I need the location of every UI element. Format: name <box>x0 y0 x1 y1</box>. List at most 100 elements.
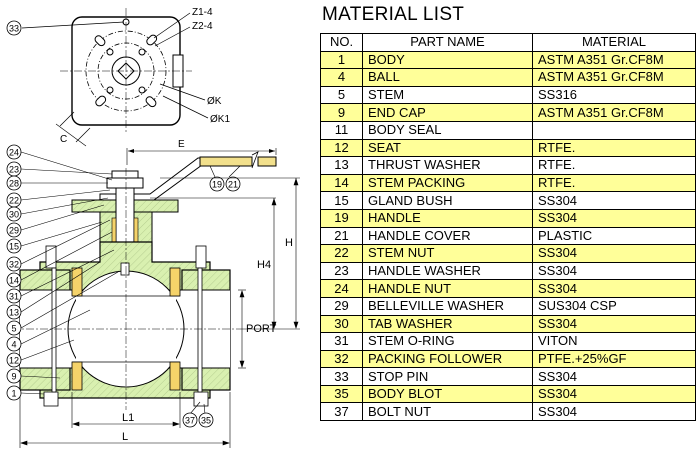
svg-text:21: 21 <box>228 180 238 190</box>
callout-leader <box>20 151 113 181</box>
cell-name: STEM NUT <box>362 244 533 263</box>
cell-no: 5 <box>320 85 363 105</box>
callout-leader <box>20 249 115 297</box>
cell-name: HANDLE COVER <box>362 226 533 246</box>
svg-text:32: 32 <box>9 260 19 270</box>
callout-leader <box>20 189 111 201</box>
cell-material: SS304 <box>532 279 696 298</box>
dim-e-label: E <box>178 139 185 150</box>
cell-no: 19 <box>320 208 363 228</box>
top-view: C Z1-4 Z2-4 ØK ØK1 33 <box>6 7 230 147</box>
cell-name: STEM PACKING <box>362 173 533 193</box>
callout-leader <box>20 392 45 395</box>
cell-name: HANDLE <box>362 208 533 228</box>
cell-material: SS304 <box>532 261 696 281</box>
cell-name: HANDLE WASHER <box>362 261 533 281</box>
material-list-title: MATERIAL LIST <box>322 4 465 25</box>
cell-material: VITON <box>532 332 696 351</box>
cell-material: SS304 <box>532 367 696 386</box>
svg-text:1: 1 <box>11 389 16 399</box>
cell-name: BODY <box>362 50 533 70</box>
dim-k1-label: ØK1 <box>210 114 230 125</box>
seat-left <box>71 267 83 297</box>
callout-leader <box>20 219 111 265</box>
svg-text:15: 15 <box>9 242 19 252</box>
cell-no: 9 <box>320 103 363 122</box>
callout-leader <box>20 339 75 361</box>
cell-no: 29 <box>320 296 363 316</box>
callout-32: 32 <box>6 256 22 272</box>
cell-name: BALL <box>362 68 533 87</box>
cell-no: 21 <box>320 226 363 246</box>
cell-name: BODY BLOT <box>362 384 533 404</box>
svg-text:14: 14 <box>9 276 19 286</box>
cell-name: STEM O-RING <box>362 332 533 351</box>
dim-l1-label: L1 <box>122 412 134 424</box>
callout-14: 14 <box>6 272 22 288</box>
cell-no: 22 <box>320 244 363 263</box>
callout-5: 5 <box>6 320 22 336</box>
dim-c-label: C <box>60 134 67 145</box>
cell-no: 30 <box>320 314 363 334</box>
callout-19: 19 <box>209 176 225 192</box>
bottom-dimensions <box>19 392 231 448</box>
table-header-row: NO. PART NAME MATERIAL <box>320 33 696 52</box>
cell-name: STEM <box>362 85 533 105</box>
mounting-holes <box>94 34 158 108</box>
dim-k-label: ØK <box>207 96 222 107</box>
cell-no: 11 <box>320 120 363 140</box>
cell-no: 31 <box>320 332 363 351</box>
cell-material: SUS304 CSP <box>532 296 696 316</box>
callout-leader <box>20 261 101 313</box>
cell-material: SS304 <box>532 402 696 422</box>
callout-leader <box>20 197 109 215</box>
callout-35: 35 <box>198 412 214 428</box>
callout-leader <box>20 221 103 247</box>
svg-text:12: 12 <box>9 356 19 366</box>
cell-no: 32 <box>320 349 363 369</box>
callout-leader <box>20 375 61 379</box>
dim-h-label: H <box>285 237 293 249</box>
cell-material <box>532 120 696 140</box>
cell-no: 13 <box>320 156 363 175</box>
svg-text:33: 33 <box>9 24 19 34</box>
svg-text:29: 29 <box>9 226 19 236</box>
cell-material: PTFE.+25%GF <box>532 349 696 369</box>
callout-13: 13 <box>6 304 22 320</box>
header-no: NO. <box>320 33 363 52</box>
cell-material: RTFE. <box>532 156 696 175</box>
svg-text:19: 19 <box>212 180 222 190</box>
callout-leader <box>20 309 91 345</box>
callout-leader <box>20 204 105 231</box>
valve-drawing: C Z1-4 Z2-4 ØK ØK1 33 E 19 21 <box>6 7 300 448</box>
callout-31: 31 <box>6 288 22 304</box>
callout-37: 37 <box>182 412 198 428</box>
svg-text:4: 4 <box>11 340 16 350</box>
cell-no: 33 <box>320 367 363 386</box>
cell-name: END CAP <box>362 103 533 122</box>
dim-h4-label: H4 <box>257 259 271 271</box>
right-dimensions <box>150 177 300 369</box>
cell-name: BOLT NUT <box>362 402 533 422</box>
seat-left-lower <box>71 361 83 391</box>
cell-name: BELLEVILLE WASHER <box>362 296 533 316</box>
callout-24: 24 <box>6 144 22 160</box>
svg-text:35: 35 <box>201 416 211 426</box>
cell-name: BODY SEAL <box>362 120 533 140</box>
cell-no: 4 <box>320 68 363 87</box>
